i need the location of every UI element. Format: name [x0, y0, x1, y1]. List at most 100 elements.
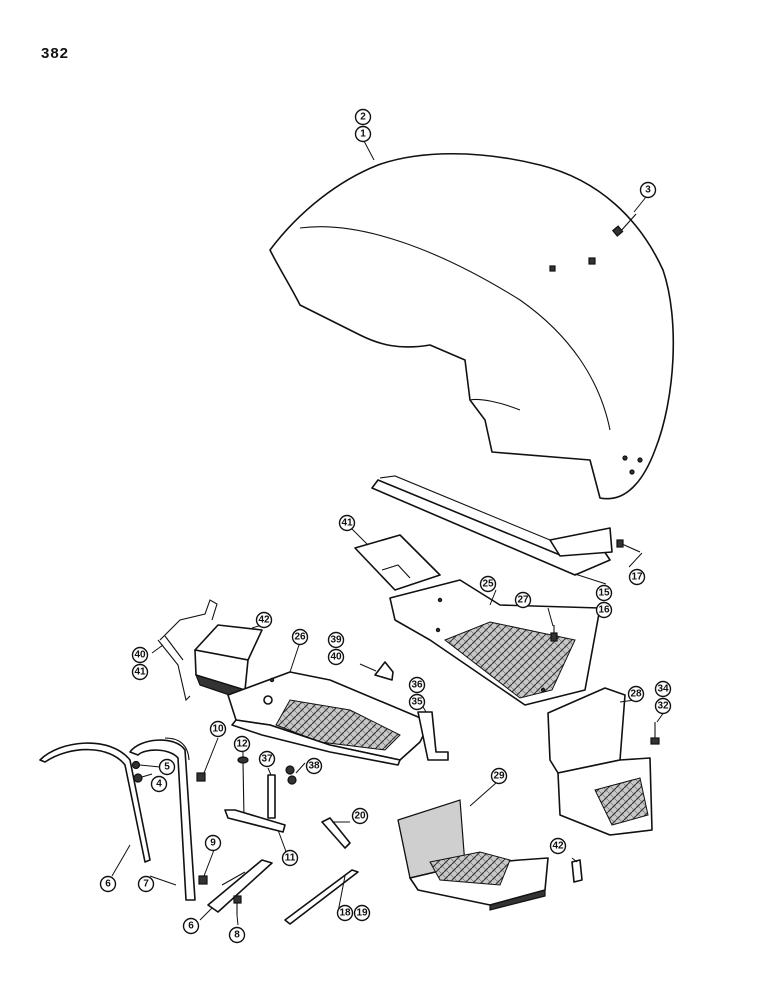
svg-text:18: 18: [339, 908, 351, 919]
callout-31: 34: [654, 680, 672, 698]
callout-26: 26: [291, 628, 309, 646]
callout-16: 16: [595, 601, 613, 619]
svg-text:15: 15: [598, 588, 610, 599]
svg-text:20: 20: [354, 811, 366, 822]
callout-36: 39: [327, 631, 345, 649]
bracket-20: [321, 817, 351, 849]
svg-text:40: 40: [134, 650, 146, 661]
svg-text:2: 2: [360, 112, 366, 123]
callout-32: 35: [408, 693, 426, 711]
callout-42: 42: [549, 837, 567, 855]
bracket-32: [417, 711, 449, 761]
svg-text:37: 37: [261, 754, 273, 765]
svg-text:27: 27: [517, 595, 529, 606]
svg-text:42: 42: [258, 615, 270, 626]
svg-text:10: 10: [212, 724, 224, 735]
callout-27: 27: [514, 591, 532, 609]
svg-text:28: 28: [630, 689, 642, 700]
fender-part: [269, 153, 675, 500]
svg-text:39: 39: [330, 635, 342, 646]
svg-text:5: 5: [164, 762, 170, 773]
washer-9: [198, 875, 208, 885]
svg-text:3: 3: [645, 185, 651, 196]
callout-41: 41: [131, 663, 149, 681]
callout-9: 9: [204, 834, 222, 852]
callout-18: 18: [336, 904, 354, 922]
callout-5: 5: [158, 758, 176, 776]
bracket-38: [354, 534, 441, 591]
bolt-17: [616, 539, 641, 553]
rail-7: [129, 737, 196, 901]
svg-text:6: 6: [188, 921, 194, 932]
bracket-11: [224, 809, 286, 833]
svg-text:42: 42: [552, 841, 564, 852]
svg-text:16: 16: [598, 605, 610, 616]
svg-text:17: 17: [631, 572, 643, 583]
svg-text:35: 35: [411, 697, 423, 708]
callout-15: 15: [595, 584, 613, 602]
svg-text:9: 9: [210, 838, 216, 849]
mounting-angle-part: [371, 475, 613, 576]
callout-6a: 6: [99, 875, 117, 893]
svg-text:6: 6: [105, 879, 111, 890]
svg-text:38: 38: [308, 761, 320, 772]
svg-text:25: 25: [482, 579, 494, 590]
rail-6: [39, 742, 151, 863]
callout-29: 29: [490, 767, 508, 785]
bolt-12: [237, 756, 249, 819]
bar-18: [284, 869, 359, 925]
svg-text:7: 7: [143, 879, 149, 890]
page-number: 382: [41, 45, 70, 62]
callout-25: 25: [479, 575, 497, 593]
callout-3: 3: [639, 181, 657, 199]
nut-4: [133, 773, 143, 783]
step-25: [389, 579, 601, 706]
bolt-30: [650, 722, 660, 745]
callout-19: 19: [353, 904, 371, 922]
svg-text:29: 29: [493, 771, 505, 782]
step-29: [397, 799, 549, 911]
callout-39: 42: [255, 611, 273, 629]
callout-35: 38: [305, 757, 323, 775]
bracket-6b: [207, 859, 273, 913]
bracket-36: [374, 661, 394, 681]
svg-text:36: 36: [411, 680, 423, 691]
washer-35a: [285, 765, 295, 775]
callout-8: 8: [228, 926, 246, 944]
washer-5: [131, 760, 141, 770]
callout-30: 32: [654, 697, 672, 715]
svg-text:12: 12: [236, 739, 248, 750]
svg-text:32: 32: [657, 701, 669, 712]
callout-6b: 6: [182, 917, 200, 935]
callout-2: 2: [354, 108, 372, 126]
callout-37: 40: [327, 648, 345, 666]
callout-4: 4: [150, 775, 168, 793]
callout-33: 36: [408, 676, 426, 694]
callout-12: 12: [233, 735, 251, 753]
bracket-40: [157, 599, 218, 702]
bolt-27: [550, 625, 558, 642]
svg-text:1: 1: [360, 129, 366, 140]
bolt-3: [611, 213, 637, 237]
svg-text:40: 40: [330, 652, 342, 663]
washer-35b: [287, 775, 297, 785]
callout-17: 17: [628, 568, 646, 586]
svg-text:41: 41: [341, 518, 353, 529]
svg-text:26: 26: [294, 632, 306, 643]
bracket-39: [194, 624, 263, 701]
callout-11: 11: [281, 849, 299, 867]
callout-20: 20: [351, 807, 369, 825]
svg-text:8: 8: [234, 930, 240, 941]
callout-34: 37: [258, 750, 276, 768]
step-26: [227, 671, 431, 766]
callout-38: 41: [338, 514, 356, 532]
callout-1: 1: [354, 125, 372, 143]
svg-text:34: 34: [657, 684, 669, 695]
svg-text:11: 11: [285, 853, 296, 864]
washer-10: [196, 772, 206, 782]
step-28: [547, 687, 653, 836]
callout-10: 10: [209, 720, 227, 738]
svg-text:4: 4: [156, 779, 162, 790]
svg-text:41: 41: [134, 667, 146, 678]
